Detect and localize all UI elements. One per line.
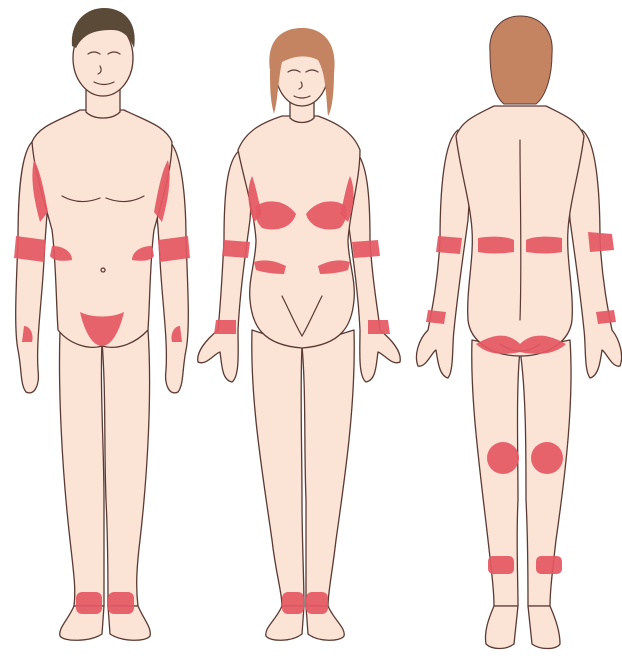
female-torso bbox=[238, 116, 360, 348]
back-left-waist-lesion bbox=[478, 237, 514, 254]
male-left-leg bbox=[59, 330, 104, 606]
female-right-elbow-lesion bbox=[352, 240, 380, 258]
female-right-ankle-lesion bbox=[306, 592, 328, 614]
female-left-elbow-lesion bbox=[222, 240, 250, 258]
male-right-elbow-lesion bbox=[158, 236, 190, 262]
back-head-hair bbox=[490, 16, 552, 104]
male-left-ankle-lesion bbox=[76, 592, 102, 614]
male-right-leg bbox=[102, 330, 150, 606]
female-back-figure bbox=[416, 16, 621, 649]
male-front-figure bbox=[14, 8, 190, 640]
back-right-knee-lesion bbox=[531, 442, 563, 474]
female-left-ankle-lesion bbox=[282, 592, 304, 614]
back-right-ankle-lesion bbox=[536, 556, 562, 574]
back-left-elbow-lesion bbox=[436, 236, 462, 254]
back-right-elbow-lesion bbox=[588, 232, 614, 252]
back-right-wrist-lesion bbox=[596, 310, 616, 324]
female-left-wrist-lesion bbox=[214, 320, 236, 334]
male-torso bbox=[32, 110, 172, 347]
back-left-foot bbox=[485, 606, 518, 649]
female-right-leg bbox=[302, 330, 354, 606]
back-left-ankle-lesion bbox=[488, 556, 514, 574]
back-right-foot bbox=[528, 606, 560, 649]
male-right-ankle-lesion bbox=[108, 592, 134, 614]
male-left-elbow-lesion bbox=[14, 236, 46, 262]
back-left-wrist-lesion bbox=[426, 310, 446, 324]
female-front-figure bbox=[198, 28, 401, 640]
female-left-leg bbox=[252, 330, 304, 606]
back-left-knee-lesion bbox=[487, 442, 519, 474]
female-right-wrist-lesion bbox=[368, 320, 390, 334]
back-right-waist-lesion bbox=[526, 237, 562, 254]
